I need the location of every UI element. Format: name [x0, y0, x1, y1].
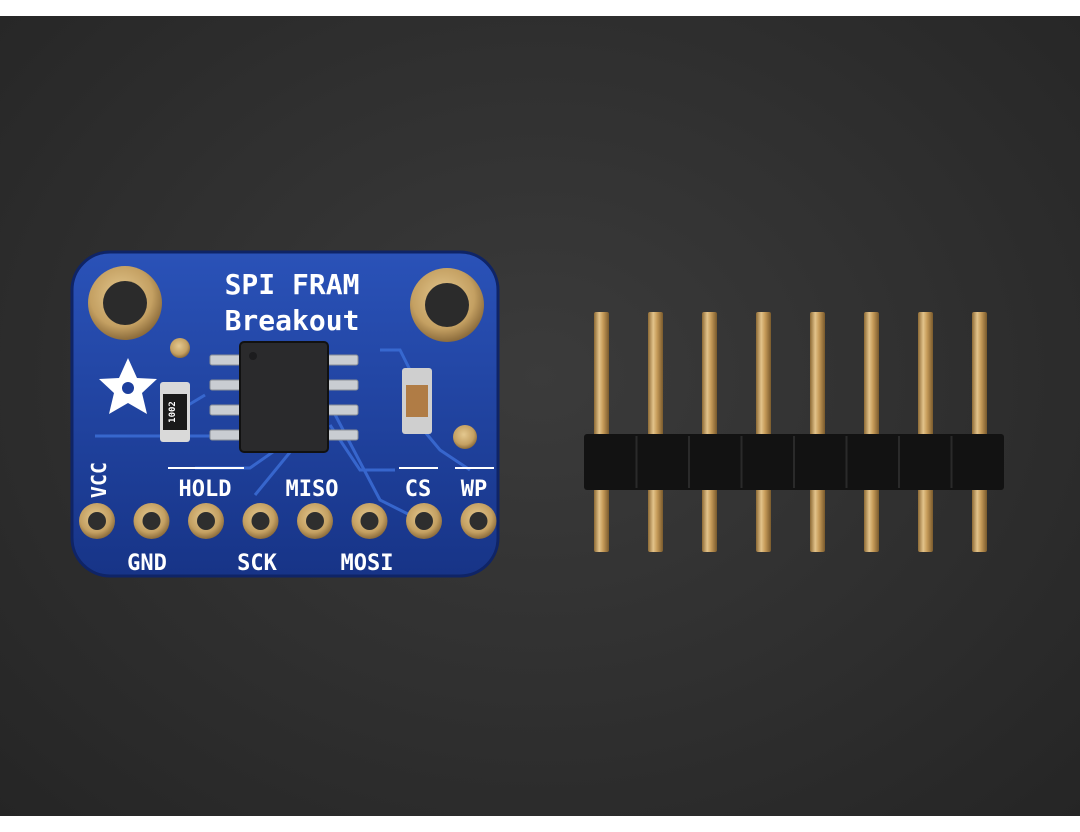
pin-header-strip [584, 312, 1004, 552]
pin-pad [242, 503, 279, 539]
fram-breakout-board: SPI FRAM Breakout 1 [70, 250, 500, 578]
pin-label-sck: SCK [237, 551, 277, 576]
resistor-code: 1002 [168, 401, 178, 423]
pin-pad [297, 503, 333, 539]
capacitor [402, 368, 432, 434]
fram-chip [209, 341, 359, 453]
pin-pad [351, 503, 388, 539]
header-pin [864, 312, 879, 552]
pin-pad [460, 503, 497, 539]
adafruit-star-icon [99, 358, 157, 414]
header-pin [702, 312, 717, 552]
header-pin [594, 312, 609, 552]
mounting-hole-right [410, 268, 484, 342]
resistor: 1002 [160, 382, 190, 442]
header-pin [648, 312, 663, 552]
via [453, 425, 477, 449]
board-title-line2: Breakout [225, 304, 360, 337]
pin-label-miso: MISO [286, 477, 339, 502]
pin-label-hold: HOLD [179, 477, 232, 502]
board-title-line1: SPI FRAM [225, 268, 360, 301]
mounting-hole-left [88, 266, 162, 340]
header-pin [918, 312, 933, 552]
via [170, 338, 190, 358]
header-pin [756, 312, 771, 552]
pin-label-gnd: GND [127, 551, 167, 576]
board-pin-pads [79, 503, 497, 539]
pin-label-cs: CS [405, 477, 432, 502]
pin-pad [133, 503, 170, 539]
pin-pad [406, 503, 442, 539]
pin-pad [79, 503, 115, 539]
pin-label-mosi: MOSI [341, 551, 394, 576]
header-pin [810, 312, 825, 552]
header-pin [972, 312, 987, 552]
pin-pad [188, 503, 224, 539]
pin-label-vcc: VCC [87, 462, 111, 498]
pin-label-wp: WP [461, 477, 488, 502]
